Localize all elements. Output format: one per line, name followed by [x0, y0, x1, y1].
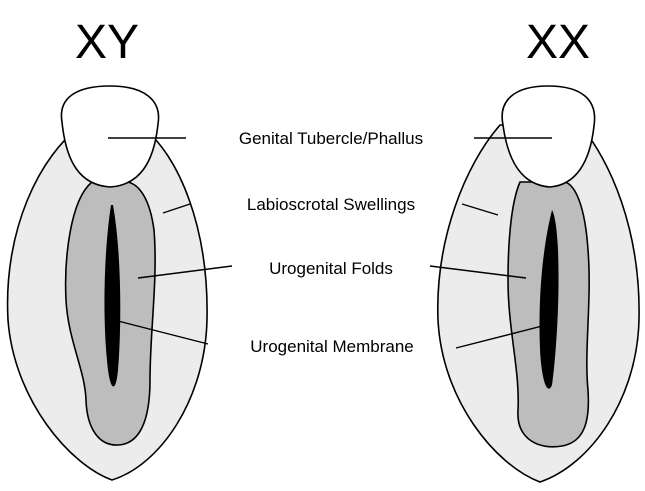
xx-title: XX — [526, 16, 590, 69]
xy-structure — [8, 86, 208, 480]
labioscrotal-swellings-label: Labioscrotal Swellings — [247, 195, 415, 214]
xy-title: XY — [75, 16, 139, 69]
urogenital-membrane-label: Urogenital Membrane — [250, 337, 413, 356]
genital-tubercle-label: Genital Tubercle/Phallus — [239, 129, 423, 148]
xx-structure — [438, 86, 639, 482]
urogenital-folds-label: Urogenital Folds — [269, 259, 393, 278]
